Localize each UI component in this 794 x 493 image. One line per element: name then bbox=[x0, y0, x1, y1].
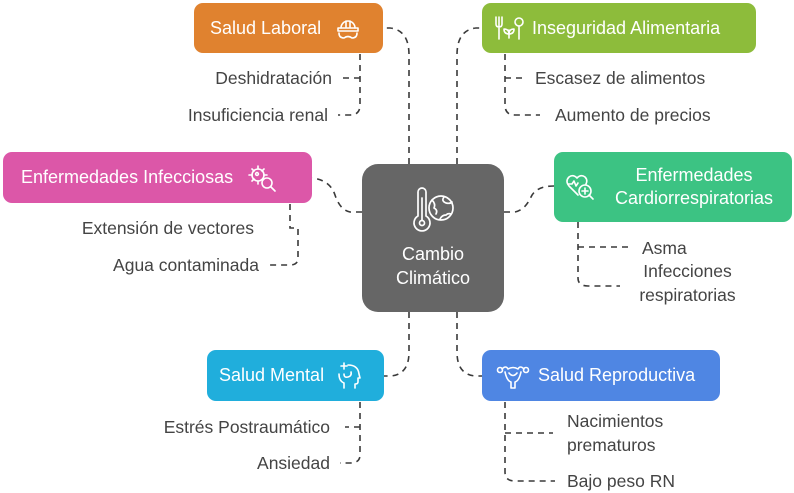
heart-search-icon bbox=[566, 174, 594, 200]
connector-center-laboral bbox=[383, 27, 410, 164]
leaf-agua-contaminada: Agua contaminada bbox=[113, 255, 259, 275]
virus-search-icon bbox=[248, 164, 276, 192]
leaf-asma: Asma bbox=[642, 238, 687, 258]
connector-cardio-leaves bbox=[577, 222, 630, 287]
thermometer-globe-icon bbox=[413, 187, 454, 232]
node-enfermedades-cardiorrespiratorias[interactable]: Enfermedades Cardiorrespiratorias bbox=[554, 152, 792, 222]
uterus-icon bbox=[496, 365, 530, 389]
node-title: Salud Laboral bbox=[210, 17, 322, 38]
connector-infecciosas-leaves bbox=[268, 204, 299, 266]
connector-center-cardio bbox=[504, 185, 555, 213]
leaf-extension-vectores: Extensión de vectores bbox=[81, 218, 254, 238]
connector-center-infecciosas bbox=[311, 177, 362, 213]
leaf-infecciones-respiratorias: Infecciones respiratorias bbox=[639, 261, 736, 305]
fork-leaf-spoon-icon bbox=[495, 16, 524, 40]
leaf-aumento-precios: Aumento de precios bbox=[555, 105, 711, 125]
leaf-escasez-alimentos: Escasez de alimentos bbox=[535, 68, 706, 88]
hard-hat-icon bbox=[337, 20, 359, 39]
node-enfermedades-infecciosas[interactable]: Enfermedades Infecciosas bbox=[3, 152, 312, 203]
node-title: Salud Reproductiva bbox=[538, 365, 696, 385]
center-node-cambio-climatico[interactable]: Cambio Climático bbox=[362, 164, 504, 312]
node-salud-reproductiva[interactable]: Salud Reproductiva bbox=[482, 350, 720, 401]
node-salud-mental[interactable]: Salud Mental bbox=[207, 350, 384, 401]
node-inseguridad-alimentaria[interactable]: Inseguridad Alimentaria bbox=[482, 3, 756, 53]
center-title-line2: Climático bbox=[395, 268, 470, 288]
leaf-deshidratacion: Deshidratación bbox=[215, 68, 332, 88]
connector-center-alimentaria bbox=[456, 27, 483, 164]
node-title: Enfermedades Infecciosas bbox=[21, 167, 234, 187]
connector-reproductiva-leaves bbox=[504, 402, 555, 482]
leaf-bajo-peso-rn: Bajo peso RN bbox=[567, 471, 675, 491]
connector-laboral-leaves bbox=[338, 54, 361, 116]
connector-alimentaria-leaves bbox=[504, 54, 540, 116]
leaf-estres-postraumatico: Estrés Postraumático bbox=[163, 417, 330, 437]
leaf-ansiedad: Ansiedad bbox=[257, 453, 330, 473]
head-cross-icon bbox=[338, 361, 361, 389]
center-title-line1: Cambio bbox=[401, 244, 464, 264]
leaf-insuficiencia-renal: Insuficiencia renal bbox=[187, 105, 328, 125]
node-title-line1: Enfermedades bbox=[635, 165, 753, 185]
node-salud-laboral[interactable]: Salud Laboral bbox=[194, 3, 383, 53]
connector-center-reproductiva bbox=[456, 312, 483, 377]
node-title-line2: Cardiorrespiratorias bbox=[614, 188, 774, 208]
connector-mental-leaves bbox=[340, 402, 361, 464]
connector-center-mental bbox=[384, 312, 410, 377]
node-title: Salud Mental bbox=[219, 365, 325, 385]
leaf-nacimientos-prematuros: Nacimientos prematuros bbox=[567, 411, 664, 455]
node-title: Inseguridad Alimentaria bbox=[532, 17, 721, 38]
